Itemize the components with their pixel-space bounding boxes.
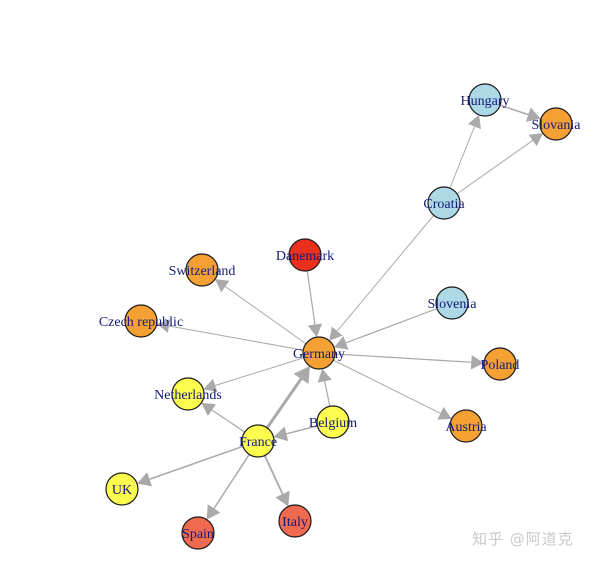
- arrowhead-icon: [333, 336, 349, 350]
- edge-croatia-to-germany: [329, 202, 445, 341]
- node-label: Italy: [282, 515, 308, 530]
- node-circle[interactable]: [539, 107, 573, 141]
- node-slovenia[interactable]: Slovenia: [428, 286, 478, 320]
- node-circle[interactable]: [483, 347, 517, 381]
- node-croatia[interactable]: Croatia: [423, 186, 465, 220]
- node-label: Switzerland: [169, 264, 236, 279]
- arrowhead-icon: [307, 323, 323, 338]
- node-label: Belgium: [309, 416, 357, 431]
- node-label: Danemark: [276, 249, 334, 264]
- node-circle[interactable]: [435, 286, 469, 320]
- node-circle[interactable]: [288, 238, 322, 272]
- arrowhead-icon: [273, 426, 289, 442]
- node-uk[interactable]: UK: [105, 472, 139, 506]
- node-hungary[interactable]: Hungary: [461, 83, 510, 117]
- arrowhead-icon: [470, 355, 485, 370]
- node-label: Slovania: [532, 118, 582, 133]
- arrowhead-icon: [137, 472, 153, 487]
- arrowhead-icon: [467, 114, 481, 130]
- node-label: Croatia: [423, 197, 465, 212]
- node-label: Czech republic: [99, 315, 183, 330]
- node-label: France: [239, 435, 277, 450]
- nodes-layer: HungarySlovaniaCroatiaDanemarkSwitzerlan…: [99, 83, 582, 550]
- node-circle[interactable]: [427, 186, 461, 220]
- watermark: 知乎 @阿道克: [472, 530, 574, 548]
- node-circle[interactable]: [241, 424, 275, 458]
- edge-line: [224, 286, 320, 354]
- arrowhead-icon: [525, 107, 541, 122]
- node-label: Hungary: [461, 94, 510, 109]
- node-france[interactable]: France: [239, 424, 277, 458]
- edge-slovenia-to-germany: [333, 302, 453, 350]
- node-label: Netherlands: [154, 388, 222, 403]
- arrowhead-icon: [215, 279, 230, 293]
- node-circle[interactable]: [171, 377, 205, 411]
- node-circle[interactable]: [278, 504, 312, 538]
- edge-croatia-to-slovania: [443, 133, 543, 204]
- arrowhead-icon: [293, 366, 310, 385]
- edge-germany-to-czech-republic: [156, 319, 320, 354]
- edge-line: [345, 302, 453, 344]
- edge-germany-to-poland: [318, 352, 485, 370]
- edge-line: [149, 440, 259, 480]
- node-slovania[interactable]: Slovania: [532, 107, 582, 141]
- node-circle[interactable]: [468, 83, 502, 117]
- node-label: Germany: [293, 347, 345, 362]
- arrowhead-icon: [329, 326, 343, 341]
- arrowhead-icon: [275, 490, 290, 507]
- node-circle[interactable]: [105, 472, 139, 506]
- edge-germany-to-austria: [318, 352, 452, 420]
- edge-line: [318, 352, 472, 363]
- arrowhead-icon: [317, 368, 332, 383]
- node-circle[interactable]: [449, 409, 483, 443]
- node-label: Austria: [445, 420, 487, 435]
- node-spain[interactable]: Spain: [181, 516, 215, 550]
- edge-line: [443, 140, 533, 204]
- node-belgium[interactable]: Belgium: [309, 405, 357, 439]
- edge-line: [318, 352, 441, 414]
- arrowhead-icon: [201, 402, 216, 417]
- arrowhead-icon: [156, 319, 171, 333]
- node-switzerland[interactable]: Switzerland: [169, 253, 236, 287]
- node-czech-republic[interactable]: Czech republic: [99, 304, 183, 338]
- edges-layer: [137, 99, 543, 520]
- node-circle[interactable]: [302, 336, 336, 370]
- arrowhead-icon: [206, 504, 221, 520]
- node-netherlands[interactable]: Netherlands: [154, 377, 222, 411]
- node-label: Slovenia: [428, 297, 478, 312]
- edge-line: [168, 325, 320, 354]
- node-italy[interactable]: Italy: [278, 504, 312, 538]
- node-danemark[interactable]: Danemark: [276, 238, 334, 272]
- edge-germany-to-switzerland: [215, 279, 320, 354]
- node-circle[interactable]: [124, 304, 158, 338]
- edge-line: [336, 202, 445, 332]
- edge-france-to-uk: [137, 440, 259, 487]
- edge-germany-to-netherlands: [203, 352, 320, 393]
- node-circle[interactable]: [185, 253, 219, 287]
- node-austria[interactable]: Austria: [445, 409, 487, 443]
- arrowhead-icon: [528, 133, 543, 147]
- node-circle[interactable]: [316, 405, 350, 439]
- arrowhead-icon: [437, 407, 452, 420]
- node-label: Spain: [182, 527, 214, 542]
- node-germany[interactable]: Germany: [293, 336, 345, 370]
- node-poland[interactable]: Poland: [481, 347, 520, 381]
- edge-line: [215, 352, 320, 386]
- node-label: Poland: [481, 358, 520, 373]
- node-label: UK: [112, 483, 132, 498]
- arrowhead-icon: [203, 378, 218, 393]
- node-circle[interactable]: [181, 516, 215, 550]
